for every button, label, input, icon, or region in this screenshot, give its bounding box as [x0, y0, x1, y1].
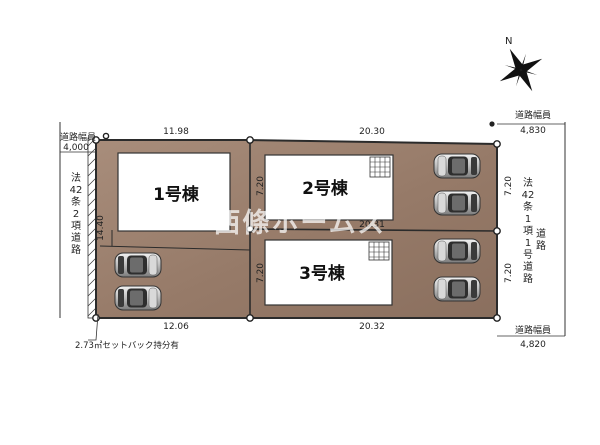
svg-text:路: 路 — [523, 272, 533, 285]
svg-text:項: 項 — [523, 225, 533, 237]
car-icon — [114, 252, 162, 278]
dim-middle: 20.31 — [359, 220, 385, 230]
car-icon — [114, 285, 162, 311]
car-icon — [433, 276, 481, 302]
building-2-grid-icon — [369, 156, 391, 178]
setback-leader-line — [88, 313, 99, 341]
svg-text:法: 法 — [523, 176, 533, 189]
right-top-road-width-label: 道路幅員 — [515, 109, 551, 121]
watermark: 西條ホームズ — [213, 207, 386, 239]
building-2-label: 2号棟 — [302, 178, 349, 199]
svg-text:42: 42 — [522, 190, 535, 201]
building-3-label: 3号棟 — [299, 263, 346, 284]
right-road-classification: 法 42 条 1 項 1 号 道 路 — [522, 176, 535, 285]
left-road-classification: 法 42 条 2 項 道 路 — [70, 171, 83, 256]
car-icon — [433, 190, 481, 216]
left-road-width-value: 4,000 — [63, 143, 89, 153]
dim-right-upper: 7.20 — [504, 176, 514, 196]
svg-text:項: 項 — [71, 220, 81, 232]
svg-text:道: 道 — [536, 227, 546, 240]
left-road-width-label: 道路幅員 — [60, 131, 96, 143]
dim-top-right: 20.30 — [359, 127, 385, 137]
setback-note: 2.73㎡セットバック持分有 — [75, 340, 179, 351]
car-icon — [433, 153, 481, 179]
svg-text:2: 2 — [73, 209, 79, 220]
dim-bottom-left: 12.06 — [163, 322, 189, 332]
car-icon — [433, 238, 481, 264]
svg-text:路: 路 — [71, 243, 81, 256]
svg-text:42: 42 — [70, 185, 83, 196]
svg-text:号: 号 — [523, 249, 533, 261]
building-1 — [117, 152, 231, 232]
compass-rose-icon — [499, 48, 543, 92]
svg-text:法: 法 — [71, 171, 81, 184]
svg-text:路: 路 — [536, 239, 546, 252]
svg-text:条: 条 — [71, 195, 81, 208]
dim-inner-lower: 7.20 — [256, 263, 266, 283]
svg-text:道: 道 — [71, 231, 81, 244]
road-marker-dot — [489, 121, 495, 127]
svg-text:1: 1 — [525, 238, 531, 249]
dim-top-left: 11.98 — [163, 127, 189, 137]
building-1-label: 1号棟 — [153, 184, 200, 205]
right-top-road-width-value: 4,830 — [520, 126, 546, 136]
building-3-grid-icon — [368, 241, 390, 261]
svg-text:道: 道 — [523, 260, 533, 273]
compass-north-label: N — [505, 36, 512, 47]
setback-strip — [87, 137, 97, 319]
dim-left-side: 14.40 — [96, 215, 106, 241]
boundary-markers — [92, 132, 501, 322]
right-bottom-road-width-value: 4,820 — [520, 340, 546, 350]
svg-text:条: 条 — [523, 200, 533, 213]
dim-right-lower: 7.20 — [504, 263, 514, 283]
right-bottom-road-width-label: 道路幅員 — [515, 324, 551, 336]
dim-bottom-right: 20.32 — [359, 322, 385, 332]
svg-text:1: 1 — [525, 214, 531, 225]
dim-inner-upper: 7.20 — [256, 176, 266, 196]
right-road-extra-label: 道 路 — [536, 227, 546, 252]
